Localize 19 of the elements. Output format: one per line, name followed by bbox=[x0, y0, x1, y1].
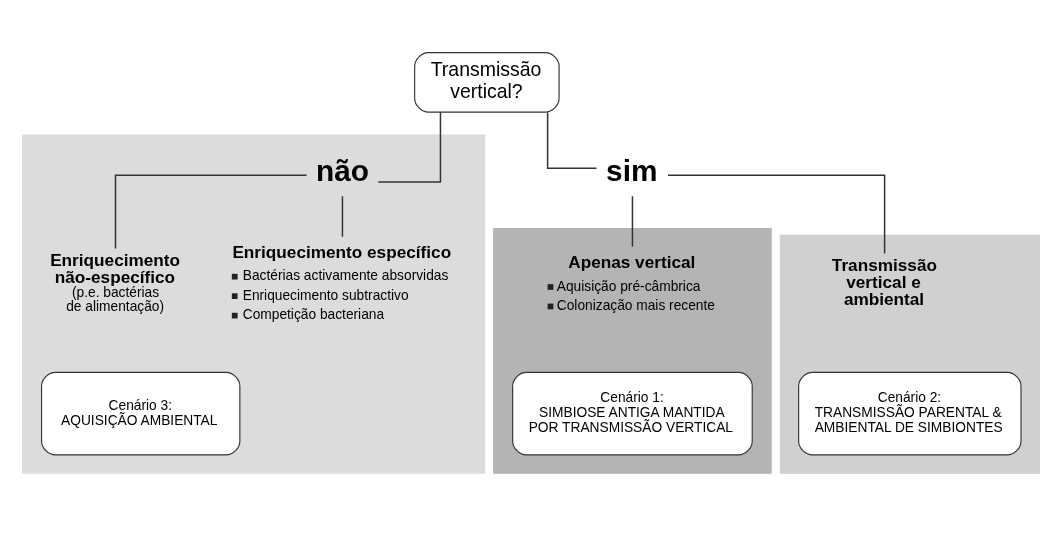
cluster bbox=[779, 234, 1040, 474]
node-box: Transmissão vertical? bbox=[414, 52, 560, 113]
node-text: não bbox=[316, 153, 370, 187]
connector bbox=[341, 195, 344, 238]
node-box: Cenário 2: TRANSMISSÃO PARENTAL & AMBIENTAL DE SIMBIONTES bbox=[798, 371, 1022, 456]
connector bbox=[631, 195, 634, 248]
node-text: Transmissão vertical e ambiental bbox=[831, 254, 937, 310]
node-box: Cenário 3: AQUISIÇÃO AMBIENTAL bbox=[41, 371, 241, 456]
connector bbox=[114, 174, 308, 250]
node-text: sim bbox=[606, 153, 658, 187]
connector bbox=[546, 111, 598, 170]
node-box: Cenário 1: SIMBIOSE ANTIGA MANTIDA POR TRANSMISSÃO VERTICAL bbox=[512, 371, 753, 456]
node-text: Enriquecimento específico Bactérias activamente absorvidas Enriquecimento subtractivo Competição bacteriana bbox=[232, 241, 452, 323]
cluster bbox=[22, 134, 486, 474]
cluster bbox=[493, 227, 772, 474]
node-text: Enriquecimento não-específico (p.e. bactérias de alimentação) bbox=[50, 249, 181, 315]
connector bbox=[377, 111, 442, 183]
connector bbox=[667, 174, 886, 255]
node-text: Apenas vertical Aquisição pré-câmbrica Colonização mais recente bbox=[556, 252, 716, 314]
